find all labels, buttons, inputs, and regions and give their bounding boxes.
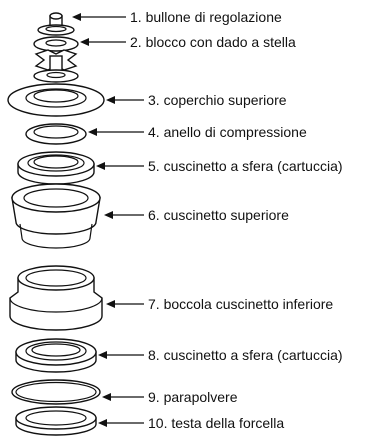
arrow-head-fork-crown-race	[98, 419, 107, 427]
label-upper-bearing: 6. cuscinetto superiore	[148, 207, 289, 223]
part-upper-bearing-cup	[11, 183, 101, 249]
label-ball-bearing-lower: 8. cuscinetto a sfera (cartuccia)	[148, 347, 343, 363]
label-lower-bearing-cup: 7. boccola cuscinetto inferiore	[148, 296, 334, 312]
arrow-head-lower-bearing-cup	[106, 300, 115, 308]
label-dust-seal: 9. parapolvere	[148, 389, 238, 405]
part-top-cover	[7, 83, 105, 117]
arrow-head-top-cover	[106, 96, 115, 104]
part-ball-bearing-upper	[17, 151, 95, 185]
label-adjustment-bolt: 1. bullone di regolazione	[130, 9, 282, 25]
arrow-head-star-nut-block	[80, 38, 89, 46]
part-fork-crown-race	[15, 406, 97, 436]
pointer-arrows	[72, 13, 144, 427]
arrow-head-ball-bearing-lower	[98, 351, 107, 359]
arrow-head-compression-ring	[88, 128, 97, 136]
label-star-nut-block: 2. blocco con dado a stella	[130, 34, 296, 50]
label-top-cover: 3. coperchio superiore	[148, 92, 287, 108]
arrow-head-dust-seal	[102, 393, 111, 401]
label-compression-ring: 4. anello di compressione	[148, 124, 307, 140]
part-adjustment-bolt	[37, 12, 75, 36]
label-fork-crown-race: 10. testa della forcella	[148, 415, 285, 431]
part-star-nut-block	[33, 36, 79, 83]
part-ball-bearing-lower	[15, 338, 97, 373]
label-ball-bearing-upper: 5. cuscinetto a sfera (cartuccia)	[148, 158, 343, 174]
part-compression-ring	[25, 123, 87, 145]
arrow-head-ball-bearing-upper	[96, 162, 105, 170]
arrow-head-upper-bearing	[104, 211, 113, 219]
arrow-head-adjustment-bolt	[72, 13, 81, 21]
part-lower-bearing-cup	[9, 265, 103, 331]
part-dust-seal	[11, 379, 101, 405]
